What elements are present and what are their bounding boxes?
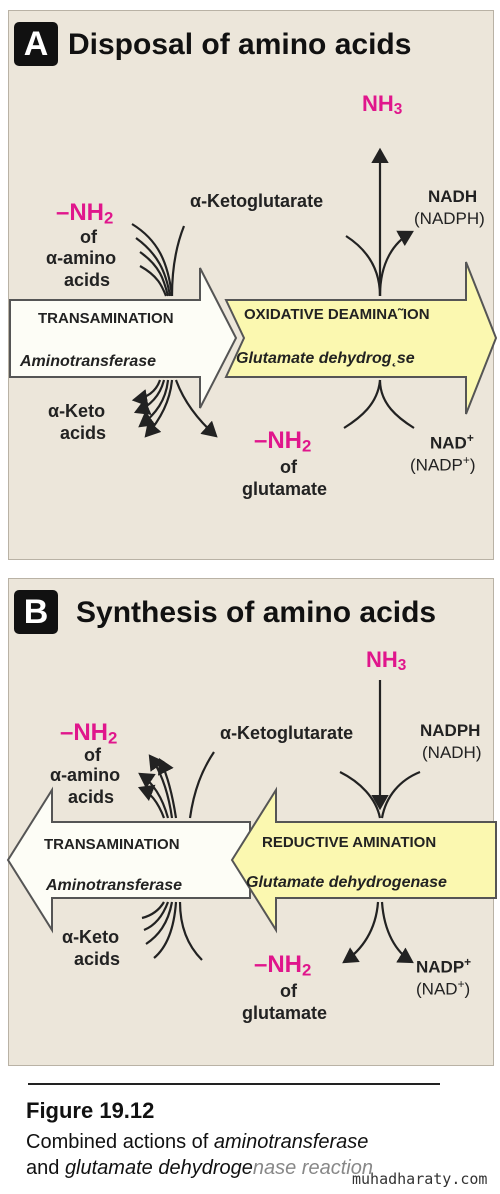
amino-group-label-b: –NH2 <box>60 719 118 748</box>
alpha-amino-label-b: α-amino <box>50 765 121 785</box>
transamination-title-a: TRANSAMINATION <box>38 310 174 327</box>
glutamate-amino-group-label: –NH2 <box>254 427 312 456</box>
transamination-arrow-b <box>6 786 251 934</box>
aminotransferase-label-a: Aminotransferase <box>20 353 157 370</box>
nadp-plus-label-b: NADP+ <box>416 955 472 977</box>
keto-acids-label-b: acids <box>74 949 121 969</box>
alpha-keto-label-b: α-Keto <box>62 927 120 947</box>
alpha-amino-label: α-amino <box>46 248 117 268</box>
glutamate-label-b: glutamate <box>242 1003 328 1023</box>
nh3-label-b: NH3 <box>366 647 407 675</box>
oxidative-deamination-title: OXIDATIVE DEAMINA˜ION <box>244 306 430 323</box>
panel-a-badge: A <box>14 22 58 66</box>
panel-b-reaction-curves <box>137 680 421 964</box>
keto-acids-label: acids <box>60 423 107 443</box>
amino-of-label: of <box>80 227 97 247</box>
caption-rule <box>28 1083 440 1085</box>
nad-plus-label: NAD+ <box>430 431 474 453</box>
reductive-amination-title: REDUCTIVE AMINATION <box>262 834 437 851</box>
nadph-paren-label: (NADPH) <box>414 209 485 228</box>
figure-title: Figure 19.12 <box>26 1098 155 1123</box>
transamination-title-b: TRANSAMINATION <box>44 836 180 853</box>
nadh-paren-label-b: (NADH) <box>422 743 482 762</box>
watermark: muhadharaty.com <box>352 1170 488 1188</box>
panel-b-badge: B <box>14 590 58 634</box>
oxidative-deamination-arrow <box>224 261 498 415</box>
caption-line-1: Combined actions of aminotransferase <box>26 1131 369 1153</box>
glutamate-label: glutamate <box>242 479 328 499</box>
amino-group-label: –NH2 <box>56 199 114 228</box>
glutamate-amino-group-label-b: –NH2 <box>254 951 312 980</box>
alpha-ketoglutarate-label: α-Ketoglutarate <box>190 191 324 211</box>
caption-line-2: and glutamate dehydrogenase reaction <box>26 1157 373 1179</box>
glutamate-of-label-b: of <box>280 981 297 1001</box>
nadp-plus-paren-label: (NADP+) <box>410 453 476 475</box>
nad-plus-paren-label-b: (NAD+) <box>416 977 471 999</box>
alpha-ketoglutarate-label-b: α-Ketoglutarate <box>220 723 354 743</box>
glutamate-dehydrogenase-label-a: Glutamate dehydrog˛se <box>236 350 415 367</box>
nadph-label-b: NADPH <box>420 721 481 740</box>
amino-acids-label-b: acids <box>68 787 115 807</box>
reductive-amination-arrow <box>230 786 497 934</box>
panel-a-title: Disposal of amino acids <box>68 28 412 61</box>
nh3-label: NH3 <box>362 91 403 119</box>
panel-b-title: Synthesis of amino acids <box>76 596 437 629</box>
transamination-arrow-a <box>9 267 238 409</box>
alpha-keto-label: α-Keto <box>48 401 106 421</box>
amino-acids-label: acids <box>64 270 111 290</box>
glutamate-of-label: of <box>280 457 297 477</box>
panel-disposal <box>8 10 494 560</box>
glutamate-dehydrogenase-label-b: Glutamate dehydrogenase <box>246 874 447 891</box>
panel-a-reaction-curves <box>131 147 415 438</box>
nadh-label: NADH <box>428 187 478 206</box>
amino-of-label-b: of <box>84 745 101 765</box>
aminotransferase-label-b: Aminotransferase <box>46 877 183 894</box>
